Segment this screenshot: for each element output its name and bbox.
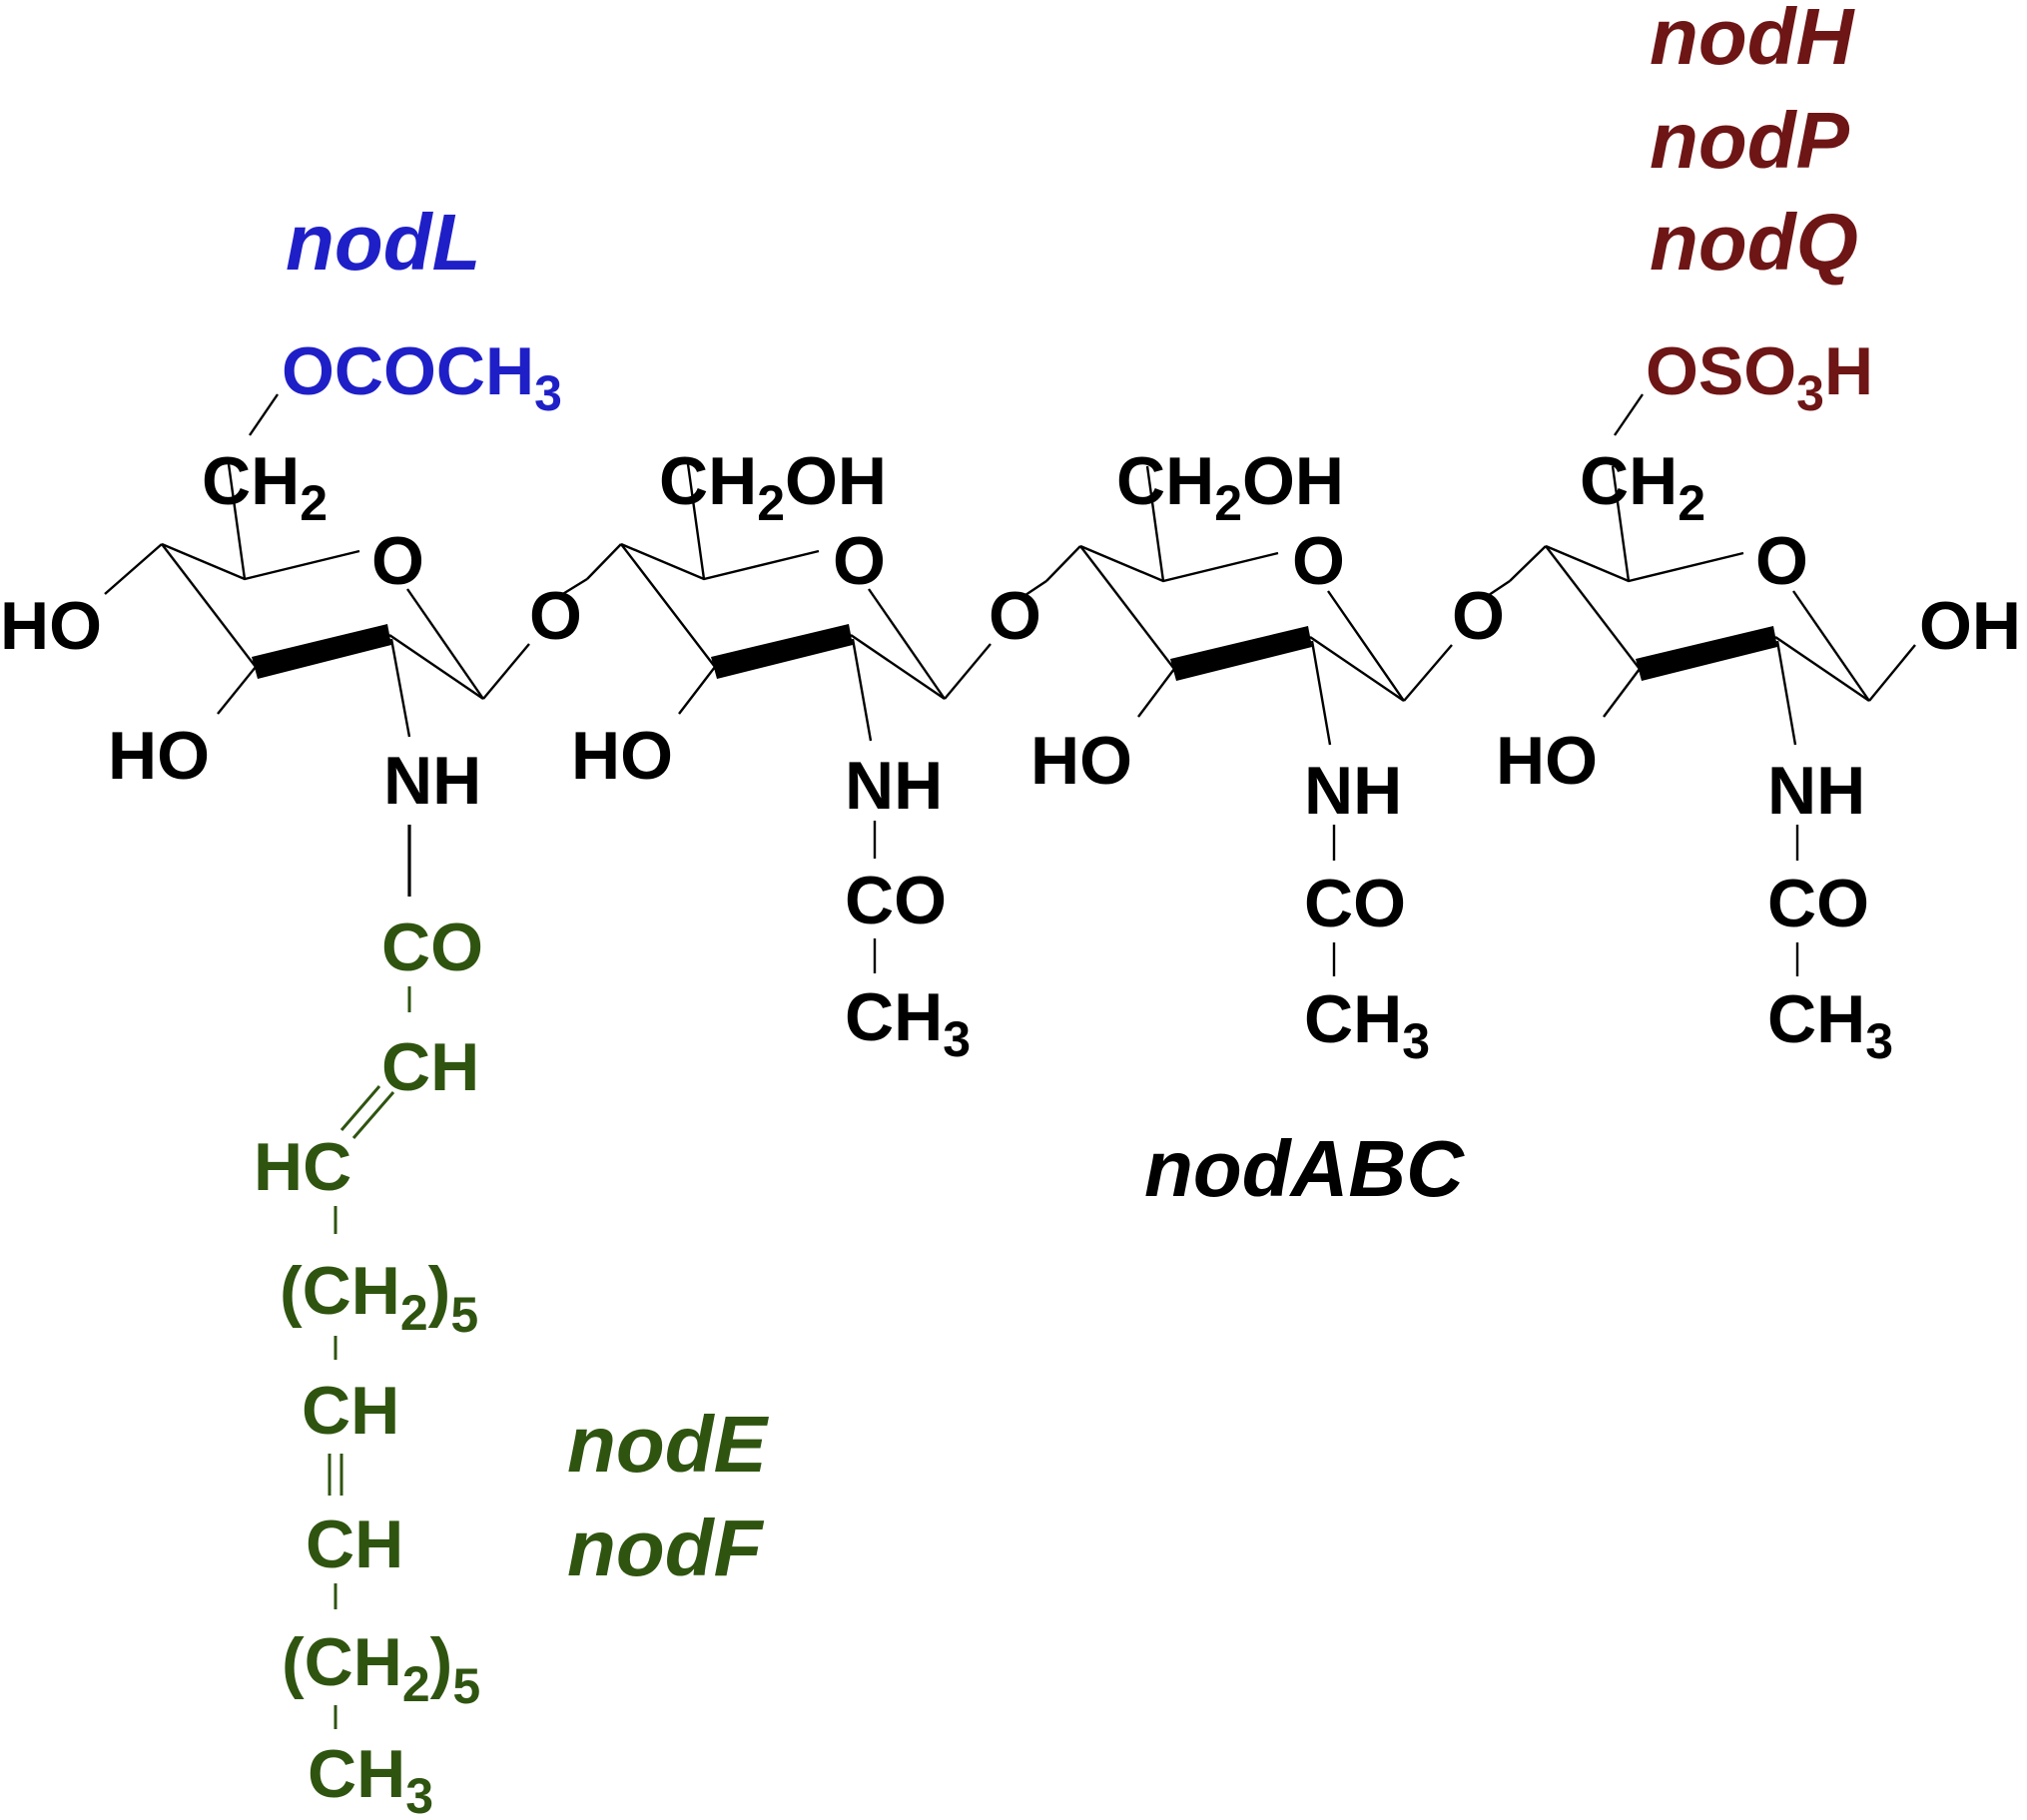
ring2-ch3-label: CH3 (845, 979, 971, 1067)
gene-label-nodH: nodH (1650, 0, 1856, 81)
ring1-ring-oxygen: O (371, 523, 424, 599)
sulfate-bond (1614, 393, 1644, 436)
gene-label-nodF: nodF (567, 1504, 765, 1592)
ring1-ho-left: HO (0, 588, 102, 664)
ring1-ho-left-bond (104, 543, 163, 595)
ring2-ring-oxygen: O (833, 523, 886, 599)
ring2-ch2-bond (686, 463, 706, 580)
ring2-co-label: CO (845, 863, 947, 938)
ring2-ho-bottom: HO (571, 718, 673, 794)
ring4-nh-label: NH (1767, 753, 1865, 829)
glyco-link-2-3 (1021, 580, 1047, 598)
ring4-oh-bond (1868, 644, 1916, 702)
ring3-ch2oh-label: CH2OH (1116, 443, 1344, 531)
ring3-ho-bottom-bond (1137, 668, 1175, 718)
ring3-wedge-right (1309, 636, 1405, 702)
ring2-back-bond (620, 542, 820, 581)
ring3-back-bond (1079, 544, 1279, 583)
acetyl-bond (249, 393, 279, 436)
ring3-ring-oxygen: O (1292, 523, 1345, 599)
chain-double-bond-a2 (339, 1085, 381, 1131)
ring1-ho-bottom-bond (217, 666, 257, 715)
chain-ch-a-label: CH (302, 1373, 399, 1449)
chain-double-bond-a1 (351, 1091, 395, 1139)
ring2-glyco-out-bond (944, 643, 992, 700)
ring2-glyco-in-bond (586, 543, 622, 580)
fatty-acyl-chain: CO CH HC (CH2)5 CH CH (CH2)5 CH3 (254, 825, 483, 1820)
glyco-link-3-4 (1485, 580, 1511, 598)
sugar-ring-2: CH2OH O HO NH CO CH3 O (571, 443, 1041, 1067)
sugar-ring-4: CH2 O HO NH CO CH3 OH (1496, 443, 2021, 1069)
ring4-back-bond (1545, 544, 1744, 583)
ring2-wedge-left (620, 543, 716, 668)
ring1-ch2-label: CH2 (202, 443, 328, 531)
acetyl-group-label: OCOCH3 (282, 333, 562, 421)
ring4-ho-bottom: HO (1496, 723, 1598, 799)
ring3-o-anomeric (1327, 590, 1405, 702)
ring3-wedge-left (1079, 545, 1175, 670)
ring4-ho-bottom-bond (1603, 668, 1641, 718)
ring1-nh-label: NH (383, 743, 481, 819)
ring3-bold-front-bond (1170, 626, 1312, 681)
ring1-wedge-left (161, 543, 257, 668)
chain-ch-b-label: CH (306, 1507, 403, 1582)
ring2-nh-bond (851, 638, 873, 742)
ring4-ch2-label: CH2 (1580, 443, 1705, 531)
ring1-wedge-right (388, 634, 484, 700)
ring2-ch2oh-label: CH2OH (659, 443, 887, 531)
ring1-ch2-bond (227, 463, 247, 580)
ring4-bold-front-bond (1636, 626, 1777, 681)
chain-ch-1-label: CH (381, 1029, 479, 1105)
chain-ch2n-b-label: (CH2)5 (282, 1624, 480, 1714)
gene-label-nodP: nodP (1650, 96, 1850, 185)
ring4-wedge-left (1545, 545, 1641, 670)
ring4-glyco-in-bond (1509, 545, 1547, 582)
ring3-ch2-bond (1145, 465, 1165, 582)
ring2-bold-front-bond (711, 624, 853, 679)
ring1-bold-front-bond (252, 624, 391, 679)
ring1-o-anomeric (406, 588, 484, 700)
ring2-nh-label: NH (845, 748, 943, 824)
ring3-glyco-in-bond (1045, 545, 1081, 582)
ring4-wedge-right (1774, 636, 1870, 702)
ring4-nh-bond (1775, 640, 1797, 746)
ring1-nh-bond (389, 638, 411, 738)
ring2-ho-bottom-bond (678, 666, 716, 715)
chain-co-label: CO (381, 910, 483, 985)
ring1-back-bond (161, 542, 360, 581)
sugar-ring-3: CH2OH O HO NH CO CH3 O (1030, 443, 1505, 1069)
ring1-ho-bottom: HO (108, 718, 210, 794)
ring4-oh-right: OH (1919, 588, 2021, 664)
ring4-ring-oxygen: O (1755, 523, 1808, 599)
chain-ch2n-a-label: (CH2)5 (280, 1253, 478, 1343)
ring4-ch3-label: CH3 (1767, 981, 1893, 1069)
sulfate-group-label: OSO3H (1646, 333, 1873, 421)
ring3-glyco-out-bond (1403, 644, 1453, 702)
ring3-ho-bottom: HO (1030, 723, 1132, 799)
glyco-link-1-2 (560, 577, 588, 597)
ring4-co-label: CO (1767, 866, 1869, 941)
ring2-o-anomeric (868, 588, 946, 700)
gene-label-nodQ: nodQ (1650, 198, 1858, 287)
ring3-co-label: CO (1304, 866, 1406, 941)
ring3-nh-label: NH (1304, 753, 1402, 829)
glycosidic-oxygen-1: O (529, 578, 582, 654)
ring2-wedge-right (850, 634, 946, 700)
ring1-glyco-bond (482, 643, 530, 700)
ring3-nh-bond (1310, 640, 1332, 746)
ring4-ch2-bond (1611, 465, 1631, 582)
gene-label-nodL: nodL (286, 198, 480, 287)
ring4-o-anomeric (1792, 590, 1870, 702)
chain-hc-label: HC (254, 1129, 351, 1205)
chain-ch3-label: CH3 (308, 1736, 433, 1820)
sugar-ring-1: CH2 O HO HO NH O (0, 443, 582, 819)
ring3-ch3-label: CH3 (1304, 981, 1430, 1069)
gene-label-nodE: nodE (567, 1400, 770, 1489)
gene-label-nodABC: nodABC (1144, 1124, 1465, 1213)
